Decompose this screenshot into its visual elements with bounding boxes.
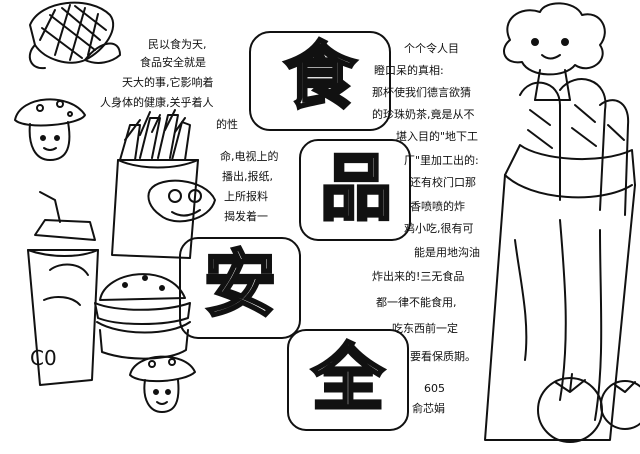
- right-text-line: 要看保质期。: [410, 350, 476, 363]
- left-text-line: 上所报料: [224, 190, 268, 203]
- left-text-line: 民以食为天,: [148, 38, 207, 51]
- author-name: 俞芯娟: [412, 402, 445, 415]
- right-text-line: 个个令人目: [404, 42, 459, 55]
- left-text-line: 揭发着一: [224, 210, 268, 223]
- left-text-line: 的性: [216, 118, 238, 131]
- left-text-line: 天大的事,它影响着: [122, 76, 214, 89]
- right-text-line: 还有校门口那: [410, 176, 476, 189]
- bread-bag-icon: [484, 78, 636, 441]
- left-text-line: 播出,报纸,: [222, 170, 273, 183]
- right-text-line: 都一律不能食用,: [376, 296, 457, 309]
- right-text-line: 鸡小吃,很有可: [404, 222, 474, 235]
- svg-text:C0: C0: [30, 346, 57, 370]
- right-text-line: 能是用地沟油: [414, 246, 480, 259]
- corn-icon: [28, 1, 121, 70]
- left-text-line: 食品安全就是: [140, 56, 206, 69]
- tomato-icon: [537, 373, 640, 443]
- mushroom-icon: [14, 98, 86, 161]
- burger-icon: [94, 273, 191, 360]
- title-char-4: 全: [310, 336, 385, 420]
- right-text-line: 吃东西前一定: [392, 322, 458, 335]
- left-text-line: 人身体的健康,关乎着人: [100, 96, 214, 109]
- class-number: 605: [424, 382, 445, 395]
- broccoli-icon: [503, 2, 606, 101]
- title-outlines: [179, 31, 411, 431]
- left-text-line: 命,电视上的: [220, 150, 279, 163]
- right-text-line: 厂"里加工出的:: [404, 154, 479, 167]
- title-char-1: 食: [282, 34, 357, 118]
- title-char-2: 品: [318, 146, 393, 230]
- right-text-line: 的珍珠奶茶,竟是从不: [372, 108, 475, 121]
- right-text-line: 香喷喷的炸: [410, 200, 465, 213]
- right-text-line: 那杯使我们德言欲猜: [372, 86, 471, 99]
- title-char-3: 安: [202, 242, 277, 326]
- fries-icon: [111, 109, 216, 259]
- right-text-line: 堪入目的"地下工: [396, 130, 479, 143]
- right-text-line: 炸出来的!三无食品: [372, 270, 465, 283]
- mushroom-small-icon: [129, 355, 196, 413]
- right-text-line: 瞪口呆的真相:: [374, 64, 444, 77]
- drink-cup-icon: C0: [27, 191, 99, 386]
